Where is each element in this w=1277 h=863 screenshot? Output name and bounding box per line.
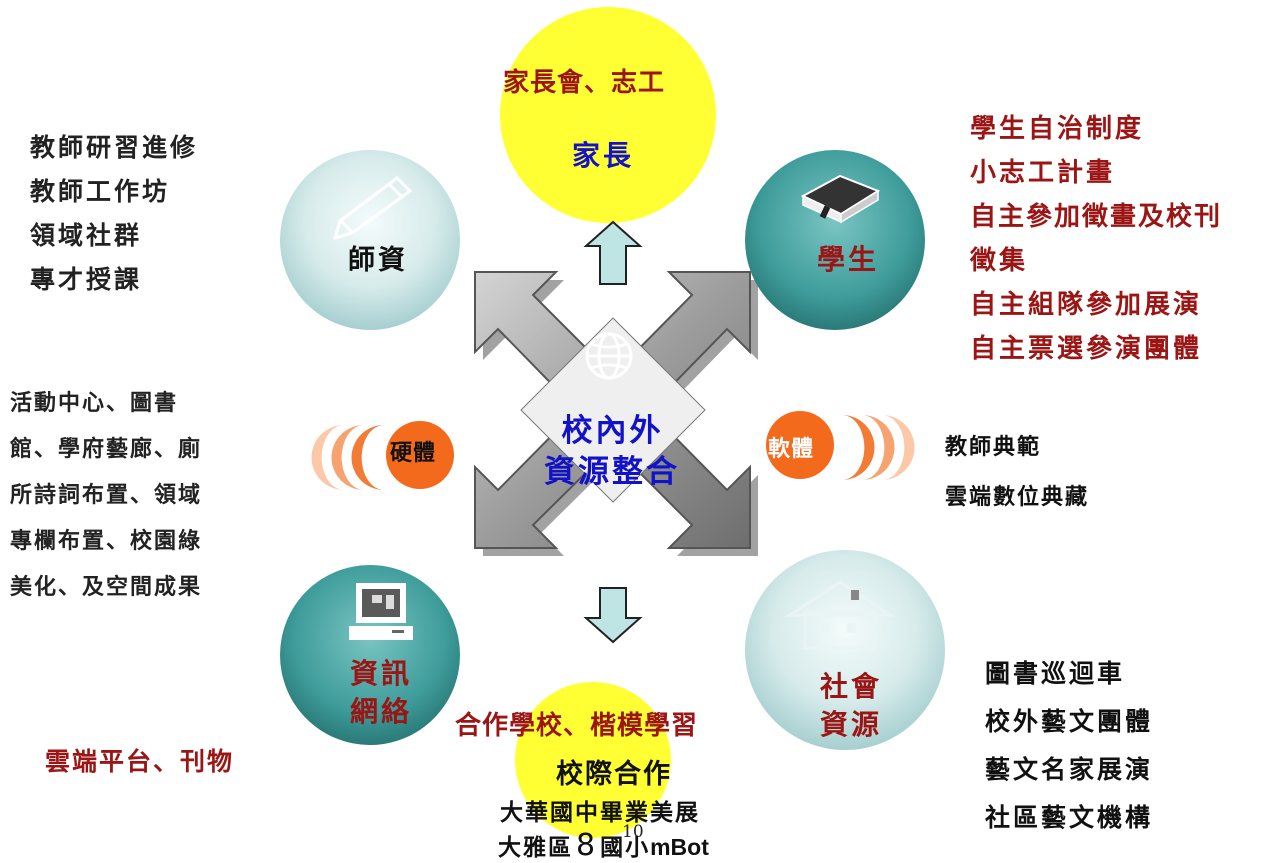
dahua-exhibition-label: 大華國中畢業美展 [500,800,700,826]
hardware-item: 專欄布置、校園綠 [10,529,203,554]
community-label-line1: 社會 [820,670,883,703]
students-item: 自主票選參演團體 [970,334,1203,364]
pencil-icon [333,176,412,240]
software-item: 教師典範 [945,435,1042,460]
globe-icon [585,332,633,380]
students-item: 自主組隊參加展演 [970,290,1203,320]
hardware-item: 美化、及空間成果 [10,575,203,600]
book-icon [800,174,881,224]
dayang-mbot: mBot [650,834,709,860]
computer-icon [349,583,413,640]
community-item: 校外藝文團體 [985,707,1154,736]
central-cross-arrow [474,271,758,556]
community-item: 藝文名家展演 [985,755,1154,784]
community-circle [745,550,945,750]
hardware-item: 活動中心、圖書 [10,391,179,416]
students-label: 學生 [817,243,880,276]
software-list: 教師典範 雲端數位典藏 [945,423,1089,523]
students-item: 小志工計畫 [970,158,1116,188]
top-yellow-circle [500,7,716,223]
network-note: 雲端平台、刊物 [45,747,235,776]
hardware-label: 硬體 [390,441,437,466]
dayang-prefix: 大雅區 [498,835,573,861]
students-list: 學生自治制度 小志工計畫 自主參加徵畫及校刊 徵集 自主組隊參加展演 自主票選參… [970,107,1222,371]
center-title-line1: 校內外 [561,413,664,449]
inter-school-label: 校際合作 [556,759,672,790]
teachers-item: 教師研習進修 [30,133,199,162]
community-item: 圖書巡迴車 [985,659,1126,688]
hardware-item: 館、學府藝廊、廁 [10,437,203,462]
software-arcs [766,411,915,480]
hardware-item: 所詩詞布置、領域 [10,483,203,508]
hardware-list: 活動中心、圖書 館、學府藝廊、廁 所詩詞布置、領域 專欄布置、校園綠 美化、及空… [10,381,202,611]
dayang-suffix: 國小 [600,835,651,861]
software-label: 軟體 [768,437,815,462]
parents-association-label: 家長會、志工 [503,68,666,98]
teachers-item: 專才授課 [30,265,143,294]
network-circle [280,565,460,745]
network-label-line2: 網絡 [350,695,413,728]
up-arrow [583,220,643,285]
partner-schools-label: 合作學校、楷模學習 [455,711,699,741]
community-item: 社區藝文機構 [985,803,1154,832]
students-item: 徵集 [970,246,1029,276]
teachers-label: 師資 [348,245,408,276]
software-item: 雲端數位典藏 [945,485,1090,510]
down-arrow [583,587,643,644]
students-item: 自主參加徵畫及校刊 [970,202,1223,232]
students-item: 學生自治制度 [970,114,1145,144]
students-circle [745,150,925,330]
center-title-line2: 資源整合 [544,454,680,490]
hardware-arcs [311,421,454,490]
page-number: 10 [622,822,644,842]
community-label-line2: 資源 [820,708,883,741]
teachers-list: 教師研習進修 教師工作坊 領域社群 專才授課 [30,126,198,302]
teachers-item: 領域社群 [30,221,143,250]
bottom-yellow-circle [515,682,671,838]
teachers-item: 教師工作坊 [30,177,171,206]
house-icon [785,580,895,650]
network-label-line1: 資訊 [350,657,413,690]
teachers-circle [280,150,460,330]
community-list: 圖書巡迴車 校外藝文團體 藝文名家展演 社區藝文機構 [985,650,1153,842]
dayang-number: 8 [576,828,598,863]
parents-label: 家長 [572,139,635,172]
